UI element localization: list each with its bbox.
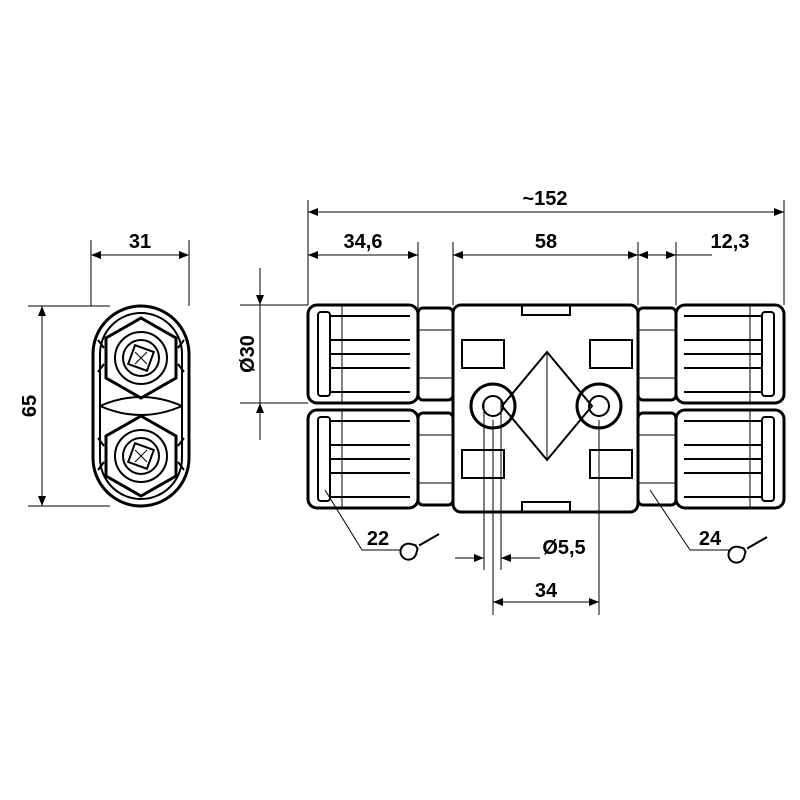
- dim-end-width: 31: [90, 231, 190, 306]
- dim-hole-spacing-label: 34: [535, 580, 558, 602]
- hex-nut-lower: [104, 414, 178, 498]
- dim-hole-spacing: 34: [493, 580, 599, 606]
- connector-left-lower: [306, 408, 420, 510]
- wrench-icon: [727, 536, 768, 564]
- connector-right-lower: [674, 408, 786, 510]
- dim-end-width-label: 31: [129, 231, 151, 253]
- dim-hole-diameter: Ø5,5: [455, 537, 586, 562]
- dim-end-height-label: 65: [19, 395, 41, 417]
- central-body: [451, 303, 640, 514]
- dim-hole-diameter-label: Ø5,5: [542, 537, 585, 559]
- dim-hex-length-label: 12,3: [711, 231, 750, 253]
- connector-right-upper: [674, 303, 786, 405]
- dim-body-width-label: 58: [535, 231, 557, 253]
- side-view: [306, 303, 786, 615]
- dim-connector-length-label: 34,6: [344, 231, 383, 253]
- wrench-size-right-label: 24: [699, 528, 722, 550]
- dim-connector-length: 34,6: [308, 231, 418, 259]
- extension-lines: [307, 200, 785, 308]
- dim-connector-diameter: Ø30: [237, 268, 308, 440]
- dim-connector-diameter-label: Ø30: [237, 335, 259, 373]
- dim-overall-length-label: ~152: [522, 188, 567, 210]
- wrench-size-left-label: 22: [367, 528, 389, 550]
- connector-left-upper: [306, 303, 420, 405]
- end-view: [91, 304, 191, 508]
- callout-wrench-right: 24: [649, 489, 768, 564]
- hex-nut-upper: [104, 316, 178, 400]
- dim-overall-length: ~152: [308, 188, 784, 216]
- dim-hex-length: 12,3: [638, 231, 750, 259]
- dim-body-width: 58: [453, 231, 638, 259]
- dim-end-height: 65: [19, 305, 110, 507]
- wrench-icon: [399, 533, 440, 561]
- callout-wrench-left: 22: [324, 489, 440, 561]
